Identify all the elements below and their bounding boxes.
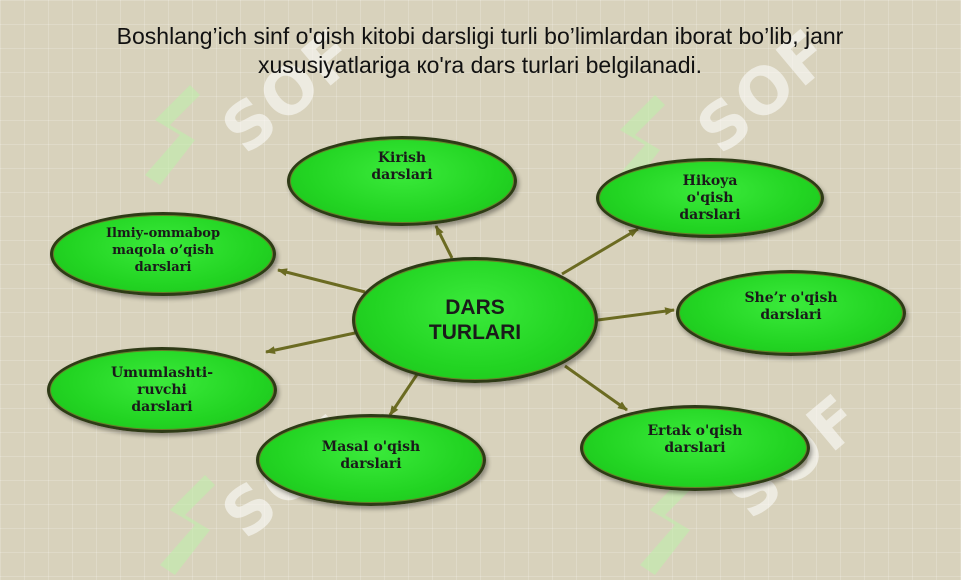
arrow-to-ilmiy (277, 268, 366, 294)
node-label: Masal o'qish darslari (321, 439, 421, 472)
node-ilmiy-ommabop-darslari: Ilmiy-ommabop maqola o’qish darslari (50, 212, 276, 296)
arrow-to-masal (388, 369, 422, 416)
node-hikoya-oqish-darslari: Hikoya o'qish darslari (596, 158, 824, 238)
node-ertak-oqish-darslari: Ertak o'qish darslari (580, 405, 810, 491)
node-sher-oqish-darslari: She’r o'qish darslari (676, 270, 906, 356)
arrow-to-ertak (564, 364, 628, 412)
connector-arrows (265, 225, 675, 416)
arrow-to-umumlashtiruvchi (265, 331, 356, 355)
node-label: Ilmiy-ommabop maqola o’qish darslari (105, 225, 221, 275)
node-label: Ertak o'qish darslari (647, 423, 743, 456)
node-masal-oqish-darslari: Masal o'qish darslari (256, 414, 486, 506)
center-node-dars-turlari: DARS TURLARI (352, 257, 598, 383)
node-kirish-darslari: Kirish darslari (287, 136, 517, 226)
center-node-label: DARS TURLARI (428, 296, 522, 344)
node-label: She’r o'qish darslari (744, 290, 838, 323)
arrow-to-hikoya (561, 227, 639, 276)
slide-title: Boshlang’ich sinf o'qish kitobi darsligi… (116, 23, 844, 78)
node-label: Hikoya o'qish darslari (679, 172, 741, 223)
node-umumlashtiruvchi-darslari: Umumlashti- ruvchi darslari (47, 347, 277, 433)
node-label: Umumlashti- ruvchi darslari (110, 364, 214, 415)
arrow-to-kirish (434, 225, 454, 259)
arrow-to-sher (597, 307, 675, 322)
node-label: Kirish darslari (371, 150, 433, 183)
